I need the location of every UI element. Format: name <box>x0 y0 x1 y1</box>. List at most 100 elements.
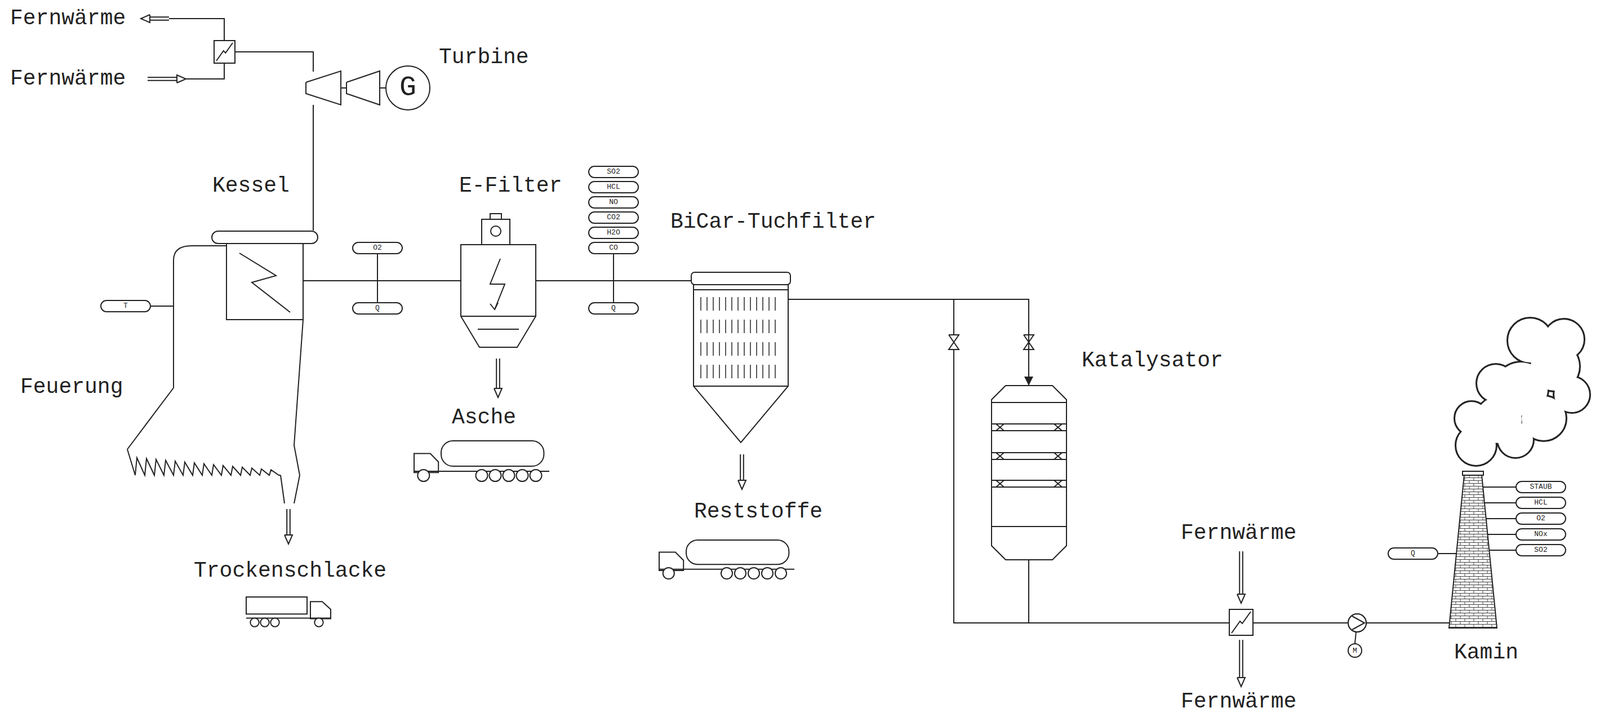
flue-gas-line <box>312 104 314 231</box>
filter-bag <box>756 296 758 311</box>
filter-bag <box>756 364 758 379</box>
transformer-symbol <box>490 225 501 237</box>
flow-arrow <box>495 358 497 389</box>
tanker-truck <box>414 440 550 482</box>
filter-bag <box>774 296 776 311</box>
filter-bag <box>706 319 708 333</box>
sensor-label: HCL <box>1516 497 1566 508</box>
flue-gas-line <box>1482 486 1516 488</box>
cloud-fill <box>1508 318 1553 363</box>
catalyst-cross <box>996 423 1004 431</box>
sensor-tag: NOx <box>1515 527 1567 541</box>
truck-wheel <box>775 567 787 579</box>
flow-arrowhead <box>1237 593 1246 603</box>
sensor-label: CO2 <box>589 212 638 223</box>
catalyst-cross <box>996 480 1004 487</box>
filter-bag <box>768 341 770 356</box>
sensor-label: Q <box>353 303 402 314</box>
catalyst-line <box>991 525 1067 527</box>
slag-hopper <box>280 474 285 504</box>
flow-arrow <box>1238 550 1240 594</box>
plant-unit: Kamin <box>1449 474 1497 628</box>
catalyst-housing <box>991 385 1067 560</box>
sensor-label: Q <box>589 303 638 314</box>
unit-outline <box>460 244 536 348</box>
flow-arrow <box>739 454 741 480</box>
filter-bag <box>768 296 770 311</box>
catalyst-cross <box>1054 423 1062 431</box>
truck-wheel <box>489 469 502 482</box>
steam-drum <box>211 230 318 244</box>
truck-wheel <box>270 617 279 626</box>
filter-bag <box>706 341 708 356</box>
filter-bag <box>774 364 776 379</box>
flow-arrowhead <box>176 74 186 83</box>
filter-bag <box>749 341 751 356</box>
flue-gas-line <box>303 280 461 282</box>
bag-filter-housing <box>693 288 789 443</box>
filter-bag <box>737 319 739 333</box>
bag-filter-plate <box>693 284 789 290</box>
filter-line <box>460 315 536 317</box>
flow-arrow <box>1242 550 1244 594</box>
truck-wheel <box>734 567 746 579</box>
filter-bag <box>731 341 733 356</box>
flue-gas-line <box>1489 549 1516 551</box>
filter-bag <box>762 341 764 356</box>
catalyst-cross <box>996 452 1004 460</box>
bag-filter-cap <box>691 272 791 285</box>
sensor-tag: Q <box>352 301 403 315</box>
filter-bag <box>737 296 739 311</box>
filter-bag <box>725 341 727 356</box>
filter-bag <box>762 319 764 333</box>
cloud-fill <box>1455 401 1488 435</box>
filter-line <box>693 385 789 387</box>
sensor-tag: SO2 <box>1515 543 1567 557</box>
filter-bag <box>756 341 758 356</box>
flow-arrow <box>149 16 170 18</box>
heat-line <box>185 63 225 79</box>
unit-outline <box>1449 474 1497 628</box>
machine-letter: M <box>1352 646 1358 655</box>
filter-bag <box>712 296 714 311</box>
flow-arrowhead <box>1237 677 1246 687</box>
catalyst-cross <box>996 480 1004 487</box>
stream-label: Fernwärme <box>10 7 126 30</box>
flue-gas-line <box>1486 517 1516 519</box>
chimney <box>1449 474 1497 628</box>
exchanger-coil <box>1231 611 1251 633</box>
catalyst-cross <box>1054 480 1062 487</box>
flow-arrowhead <box>738 480 746 490</box>
sensor-label: HCL <box>589 181 638 193</box>
truck-tank <box>441 440 544 466</box>
filter-bag <box>700 296 702 311</box>
heat-exchanger <box>1229 609 1253 635</box>
truck-wheel <box>250 617 259 626</box>
turbine-symbol <box>346 70 380 105</box>
heat-line <box>169 18 225 41</box>
machine-letter: G <box>399 73 417 102</box>
truck-wheel <box>761 567 773 579</box>
flue-gas-line <box>1484 501 1516 504</box>
filter-bag <box>762 364 764 379</box>
sensor-tag: CO2 <box>588 211 639 224</box>
heat-exchanger <box>214 40 235 64</box>
filter-bag <box>743 341 745 356</box>
filter-bag <box>749 296 751 311</box>
sensor-label: O2 <box>353 242 402 253</box>
electrostatic-bolt <box>490 258 505 310</box>
flow-arrow <box>147 76 177 78</box>
filter-bag <box>700 319 702 333</box>
sensor-leader <box>612 254 615 302</box>
cloud-fill <box>1477 364 1515 402</box>
plant-unit: Kessel <box>211 230 319 320</box>
stream-label: Fernwärme <box>1180 690 1297 713</box>
turbine-shaft <box>340 87 347 89</box>
truck-body <box>246 596 308 614</box>
sensor-label: Q <box>1388 548 1438 559</box>
sensor-label: STAUB <box>1516 481 1566 492</box>
stream-label: Fernwärme <box>10 68 126 90</box>
plant-unit: BiCar-Tuchfilter <box>690 271 791 443</box>
filter-bag <box>737 341 739 356</box>
unit-name: E-Filter <box>459 175 562 197</box>
